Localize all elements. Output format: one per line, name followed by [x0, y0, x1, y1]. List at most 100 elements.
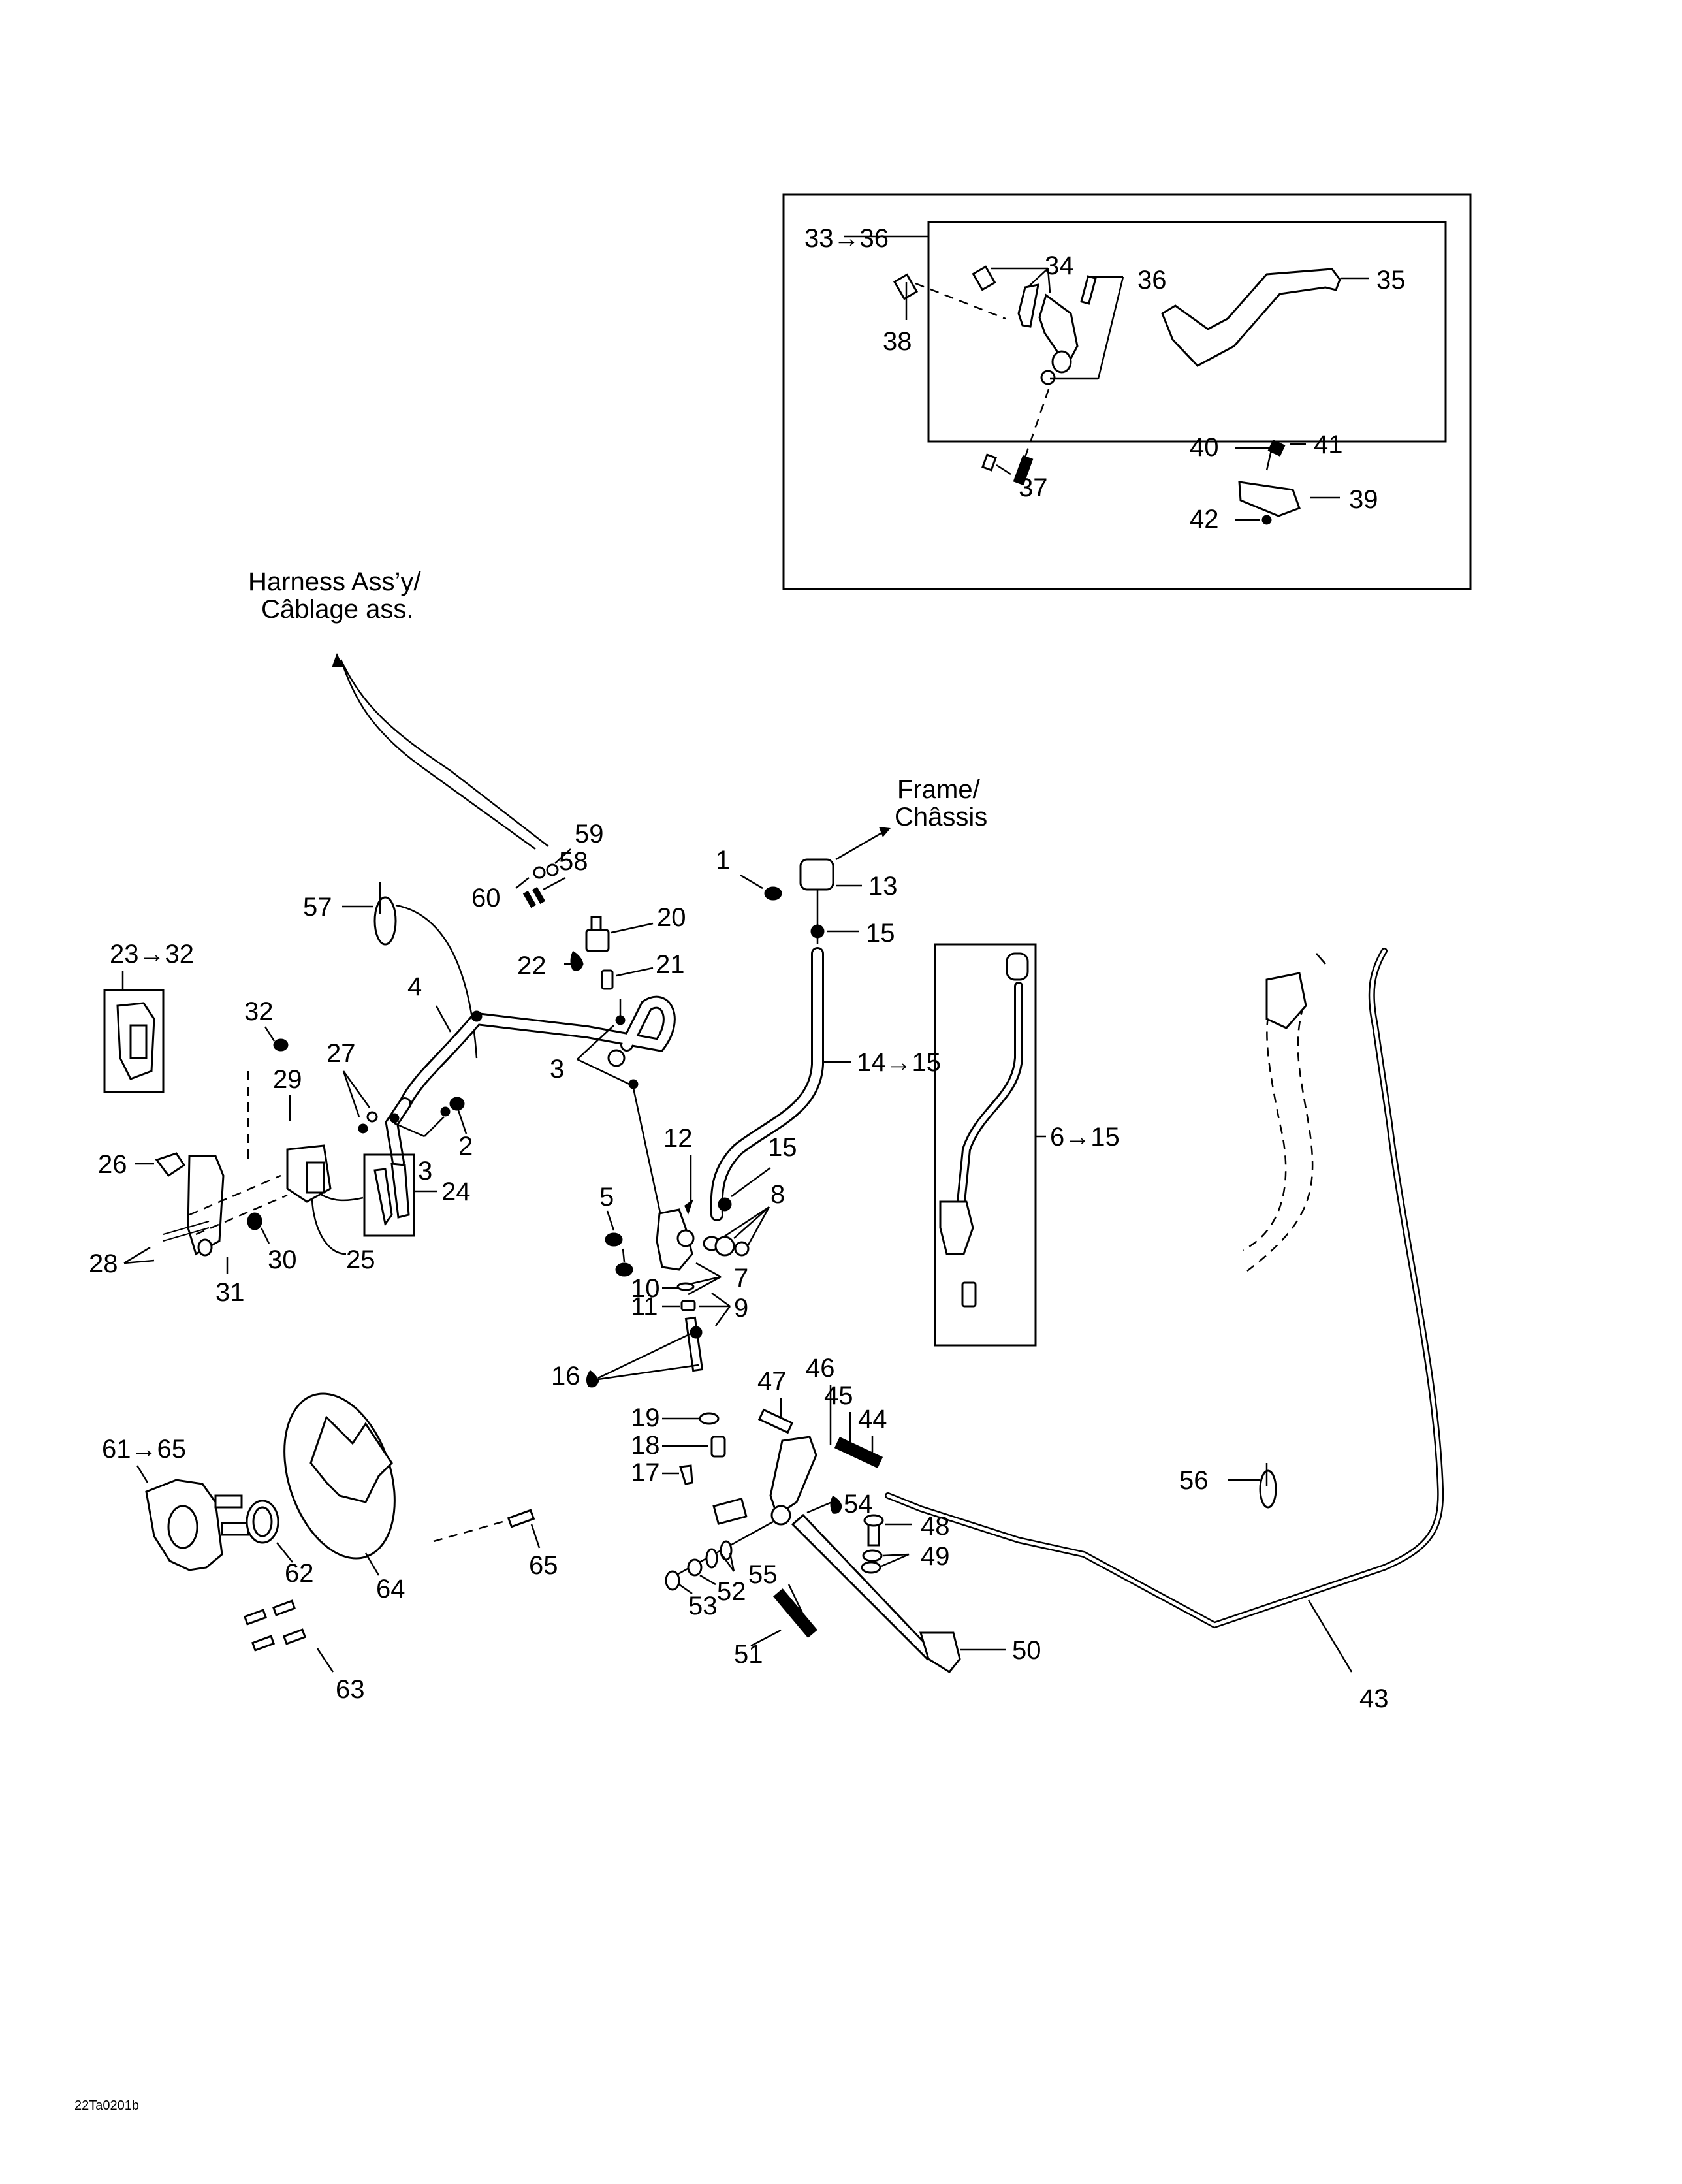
harness-note: Harness Ass’y/ Câblage ass. 59 60 58: [248, 568, 604, 912]
callout-26: 26: [98, 1150, 127, 1179]
callout-18: 18: [631, 1431, 660, 1460]
inset-outer-frame: [782, 193, 1472, 590]
callout-46: 46: [806, 1354, 835, 1383]
callout-3b: 3: [418, 1157, 432, 1185]
callout-53: 53: [688, 1592, 718, 1620]
pads-inset-frame: [363, 1153, 415, 1237]
callout-22: 22: [517, 952, 547, 980]
harness-note-line1: Harness Ass’y/: [248, 568, 421, 596]
callout-54: 54: [844, 1490, 873, 1518]
callout-35: 35: [1376, 266, 1406, 295]
bracket-34: 34: [972, 251, 1079, 385]
callout-61-65: 61→65: [102, 1435, 186, 1464]
harness-note-line2: Câblage ass.: [261, 595, 413, 624]
callout-65: 65: [529, 1551, 558, 1580]
callout-42: 42: [1190, 505, 1219, 534]
frame-note-line2: Châssis: [895, 803, 987, 831]
callout-17: 17: [631, 1458, 660, 1487]
master-cylinder: 12 5 8 7 10 11 9 16 19: [551, 1124, 785, 1487]
callout-43: 43: [1359, 1684, 1389, 1713]
callout-62: 62: [285, 1559, 314, 1588]
callout-11: 11: [631, 1293, 658, 1321]
hose-14: 14→15 15: [710, 947, 941, 1221]
callout-5: 5: [599, 1183, 614, 1212]
caliper-assembly-inset: 23→32: [103, 940, 194, 1093]
callout-29: 29: [273, 1065, 302, 1094]
callout-10: 10: [631, 1274, 660, 1303]
switch-37: 37: [981, 389, 1050, 502]
callout-4: 4: [407, 972, 422, 1001]
callout-34: 34: [1045, 251, 1074, 280]
arrow-icon: [684, 1199, 693, 1215]
callout-59: 59: [575, 820, 604, 848]
callout-15a: 15: [866, 919, 895, 948]
callout-51: 51: [734, 1640, 763, 1669]
callout-40: 40: [1190, 433, 1219, 462]
mc-inset-frame: [934, 943, 1037, 1347]
callout-33-36: 33→36: [804, 224, 889, 253]
callout-21: 21: [656, 950, 685, 979]
hub-and-disc: 61→65 62 64 65 63: [102, 1392, 558, 1704]
callout-27: 27: [326, 1039, 356, 1068]
handlebar-and-cable: 43 56: [885, 948, 1444, 1713]
callout-24: 24: [441, 1178, 471, 1206]
callout-36: 36: [1137, 266, 1167, 295]
callout-31: 31: [215, 1278, 245, 1307]
callout-38: 38: [883, 327, 912, 356]
frame-note-line1: Frame/: [897, 775, 981, 804]
callout-6-15: 6→15: [1050, 1123, 1120, 1151]
callout-45: 45: [824, 1381, 853, 1410]
callout-48: 48: [921, 1512, 950, 1541]
callout-52: 52: [717, 1577, 746, 1606]
callout-49: 49: [921, 1542, 950, 1571]
callout-7: 7: [734, 1264, 748, 1293]
callout-56: 56: [1179, 1466, 1209, 1495]
callout-32: 32: [244, 997, 274, 1026]
callout-13: 13: [868, 872, 898, 901]
callout-44: 44: [858, 1405, 887, 1434]
callout-58: 58: [559, 847, 588, 876]
callout-37: 37: [1019, 474, 1048, 502]
callout-30: 30: [268, 1245, 297, 1274]
callout-25: 25: [346, 1245, 375, 1274]
screw-38: 38: [883, 273, 1006, 356]
callout-19: 19: [631, 1404, 660, 1432]
callout-50: 50: [1012, 1636, 1041, 1665]
master-cylinder-inset: 6→15: [934, 943, 1120, 1347]
inset-inner-frame: [927, 221, 1447, 443]
caliper-exploded: 32 29 27 3 2 26 28 31 3: [89, 997, 473, 1307]
callout-16: 16: [551, 1362, 580, 1390]
callout-57: 57: [303, 893, 332, 922]
pedal-pad-39-42: 41 40 39 42: [1190, 430, 1378, 534]
hand-lever-inset: 33→36 38 34 36: [782, 193, 1472, 590]
arrow-up-icon: [332, 653, 343, 667]
callout-39: 39: [1349, 485, 1378, 514]
arrow-right-icon: [879, 827, 891, 837]
callout-3a: 3: [550, 1055, 564, 1084]
lever-35: 35: [1161, 266, 1406, 367]
callout-47: 47: [757, 1367, 787, 1396]
brake-line-4: 4 3: [385, 972, 676, 1228]
callout-23-32: 23→32: [110, 940, 194, 969]
callout-12: 12: [663, 1124, 693, 1153]
callout-15b: 15: [768, 1133, 797, 1162]
callout-20: 20: [657, 903, 686, 932]
callout-28: 28: [89, 1249, 118, 1278]
callout-8: 8: [770, 1180, 785, 1209]
callout-55: 55: [748, 1560, 778, 1589]
caliper-inset-frame: [103, 989, 165, 1093]
pin-36: 36: [1050, 266, 1167, 380]
callout-1: 1: [716, 846, 730, 875]
callout-41: 41: [1314, 430, 1343, 459]
callout-9: 9: [734, 1294, 748, 1323]
callout-63: 63: [336, 1675, 365, 1704]
drawing-code: 22Ta0201b: [74, 2098, 139, 2113]
brake-switch-20: 20 22 21: [517, 903, 686, 990]
callout-60: 60: [471, 884, 501, 912]
callout-64: 64: [376, 1575, 405, 1603]
callout-14-15: 14→15: [857, 1048, 941, 1077]
cable-tie-57: 57: [303, 882, 478, 1059]
reservoir-group: Frame/ Châssis 13 1 15: [716, 775, 987, 948]
brake-pedal-assembly: 47 46 45 44 50 54 48 49 53: [665, 1354, 1041, 1673]
